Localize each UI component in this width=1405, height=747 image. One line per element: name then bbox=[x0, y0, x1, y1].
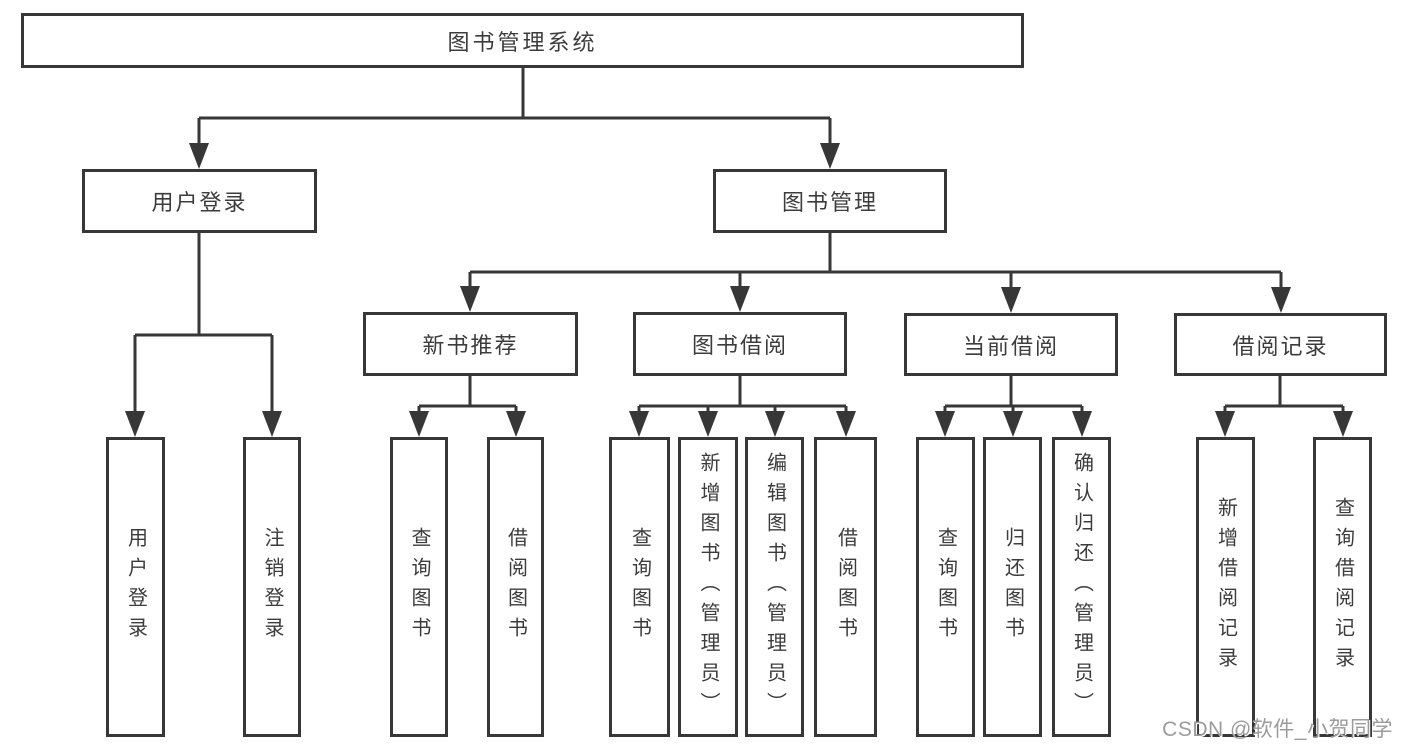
edge-current-borrow-to-leaves bbox=[943, 376, 1084, 414]
edge-user-login-to-leaves bbox=[133, 233, 274, 414]
node-label: 查询图书 bbox=[934, 527, 957, 647]
node-label: 图书借阅 bbox=[691, 333, 788, 358]
leaf-query-book-current: 查询图书 bbox=[916, 437, 975, 737]
leaf-logout: 注销登录 bbox=[243, 437, 301, 737]
leaf-query-book-borrow: 查询图书 bbox=[609, 437, 670, 737]
node-label: 借阅图书 bbox=[504, 527, 527, 647]
leaf-borrow-book: 借阅图书 bbox=[814, 437, 877, 737]
node-label: 用户登录 bbox=[124, 527, 147, 647]
node-book-borrow: 图书借阅 bbox=[633, 312, 847, 376]
node-root-library-system: 图书管理系统 bbox=[21, 13, 1024, 68]
leaf-confirm-return-admin: 确认归还（管理员） bbox=[1052, 437, 1111, 737]
leaf-query-book-recommend: 查询图书 bbox=[390, 437, 448, 737]
edge-book-management-to-level3 bbox=[468, 233, 1283, 290]
leaf-edit-book-admin: 编辑图书（管理员） bbox=[745, 437, 804, 737]
arrowheads bbox=[125, 143, 1353, 437]
node-label: 当前借阅 bbox=[962, 333, 1059, 359]
leaf-return-book: 归还图书 bbox=[983, 437, 1042, 737]
leaf-user-login: 用户登录 bbox=[106, 437, 165, 737]
leaf-add-borrow-record: 新增借阅记录 bbox=[1196, 437, 1255, 737]
edge-book-borrow-to-leaves bbox=[637, 376, 848, 414]
node-label: 确认归还（管理员） bbox=[1070, 452, 1093, 722]
node-label: 借阅图书 bbox=[834, 527, 857, 647]
node-book-management: 图书管理 bbox=[713, 169, 947, 233]
node-borrow-record: 借阅记录 bbox=[1174, 313, 1387, 376]
node-label: 查询图书 bbox=[408, 527, 430, 647]
csdn-watermark: CSDN @软件_小贺同学 bbox=[1162, 718, 1393, 741]
node-label: 归还图书 bbox=[1001, 527, 1024, 647]
node-label: 新书推荐 bbox=[422, 333, 519, 358]
leaf-borrow-book-recommend: 借阅图书 bbox=[487, 437, 544, 737]
node-label: 借阅记录 bbox=[1232, 333, 1329, 359]
node-label: 注销登录 bbox=[261, 527, 283, 647]
node-label: 编辑图书（管理员） bbox=[763, 452, 786, 722]
edge-root-to-level2 bbox=[197, 68, 832, 146]
node-current-borrow: 当前借阅 bbox=[904, 313, 1118, 376]
node-label: 新增借阅记录 bbox=[1214, 497, 1237, 677]
node-user-login: 用户登录 bbox=[82, 169, 317, 233]
edge-borrow-record-to-leaves bbox=[1223, 376, 1345, 414]
node-label: 查询借阅记录 bbox=[1331, 497, 1354, 677]
edge-new-book-recommend-to-leaves bbox=[417, 376, 518, 414]
node-label: 用户登录 bbox=[151, 190, 248, 215]
node-label: 图书管理 bbox=[781, 190, 878, 215]
leaf-add-book-admin: 新增图书（管理员） bbox=[678, 437, 738, 737]
node-label: 图书管理系统 bbox=[447, 29, 598, 55]
node-label: 新增图书（管理员） bbox=[697, 452, 719, 722]
leaf-query-borrow-record: 查询借阅记录 bbox=[1313, 437, 1372, 737]
node-label: 查询图书 bbox=[628, 527, 651, 647]
node-new-book-recommend: 新书推荐 bbox=[363, 312, 578, 376]
